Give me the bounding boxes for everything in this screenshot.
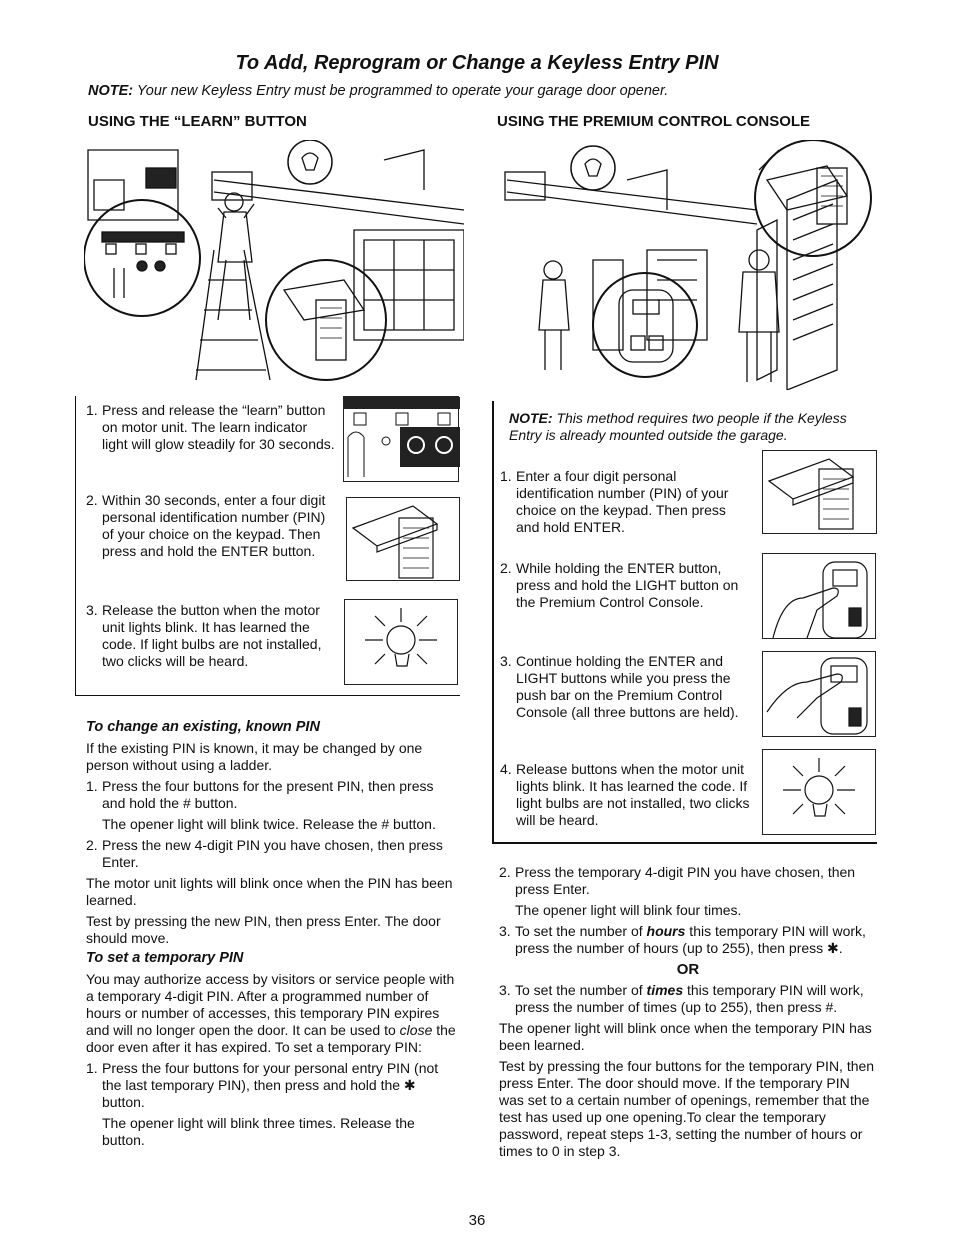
console-illustration bbox=[497, 140, 877, 390]
right-column-heading: USING THE PREMIUM CONTROL CONSOLE bbox=[497, 113, 811, 130]
console-light-button-figure bbox=[762, 553, 876, 639]
console-step-4: 4. Release buttons when the motor unit l… bbox=[500, 761, 750, 828]
learn-steps-panel bbox=[75, 396, 460, 696]
temp-step-2-note: The opener light will blink four times. bbox=[515, 902, 742, 918]
learn-step-1: 1. Press and release the “learn” button … bbox=[86, 402, 335, 452]
right-lower-text: 2.Press the temporary 4-digit PIN you ha… bbox=[499, 864, 877, 1160]
temp-step-2: 2.Press the temporary 4-digit PIN you ha… bbox=[499, 864, 856, 897]
console-step-2: 2. While holding the ENTER button, press… bbox=[500, 560, 739, 610]
intro-note: NOTE: Your new Keyless Entry must be pro… bbox=[88, 83, 668, 99]
keypad-figure-left bbox=[346, 497, 460, 581]
left-lower-text: To change an existing, known PIN If the … bbox=[86, 719, 458, 1149]
change-step-2: 2.Press the new 4-digit PIN you have cho… bbox=[86, 837, 443, 870]
change-step-1-note: The opener light will blink twice. Relea… bbox=[102, 816, 436, 832]
console-step-3: 3. Continue holding the ENTER and LIGHT … bbox=[500, 653, 739, 720]
temp-learned-paragraph: The opener light will blink once when th… bbox=[499, 1020, 872, 1053]
light-bulb-figure-right bbox=[762, 749, 876, 835]
note-label: NOTE: bbox=[88, 83, 134, 99]
console-panel-rule bbox=[492, 401, 494, 843]
change-step-1: 1.Press the four buttons for the present… bbox=[86, 778, 434, 811]
change-paragraph-1: The motor unit lights will blink once wh… bbox=[86, 875, 453, 908]
change-intro: If the existing PIN is known, it may be … bbox=[86, 740, 423, 773]
left-column-heading: USING THE “LEARN” BUTTON bbox=[88, 113, 307, 130]
console-step-1: 1. Enter a four digit personal identific… bbox=[500, 468, 729, 535]
temp-step-3-times: 3.To set the number of times this tempor… bbox=[499, 982, 864, 1015]
temp-step-1: 1.Press the four buttons for your person… bbox=[86, 1060, 439, 1110]
console-push-bar-figure bbox=[762, 651, 876, 737]
learn-button-illustration bbox=[84, 140, 464, 390]
learn-step-2: 2. Within 30 seconds, enter a four digit… bbox=[86, 492, 326, 559]
console-note-label: NOTE: bbox=[509, 410, 553, 426]
console-panel-bottom bbox=[492, 842, 877, 844]
console-note: NOTE: This method requires two people if… bbox=[509, 410, 847, 443]
change-pin-heading: To change an existing, known PIN bbox=[86, 719, 320, 735]
note-text: Your new Keyless Entry must be programme… bbox=[136, 83, 669, 99]
keypad-figure-right bbox=[762, 450, 877, 534]
page-number: 36 bbox=[468, 1212, 486, 1229]
temp-pin-heading: To set a temporary PIN bbox=[86, 950, 244, 966]
page-title: To Add, Reprogram or Change a Keyless En… bbox=[235, 52, 719, 74]
temp-paragraph: You may authorize access by visitors or … bbox=[86, 971, 456, 1055]
learn-panel-figure bbox=[343, 396, 460, 482]
or-label: OR bbox=[676, 961, 700, 978]
change-paragraph-2: Test by pressing the new PIN, then press… bbox=[86, 913, 441, 946]
light-bulb-figure-left bbox=[344, 599, 458, 685]
temp-test-paragraph: Test by pressing the four buttons for th… bbox=[499, 1058, 875, 1159]
temp-step-1-note: The opener light will blink three times.… bbox=[102, 1115, 415, 1148]
temp-step-3-hours: 3.To set the number of hours this tempor… bbox=[499, 923, 866, 956]
learn-step-3: 3. Release the button when the motor uni… bbox=[86, 602, 322, 669]
